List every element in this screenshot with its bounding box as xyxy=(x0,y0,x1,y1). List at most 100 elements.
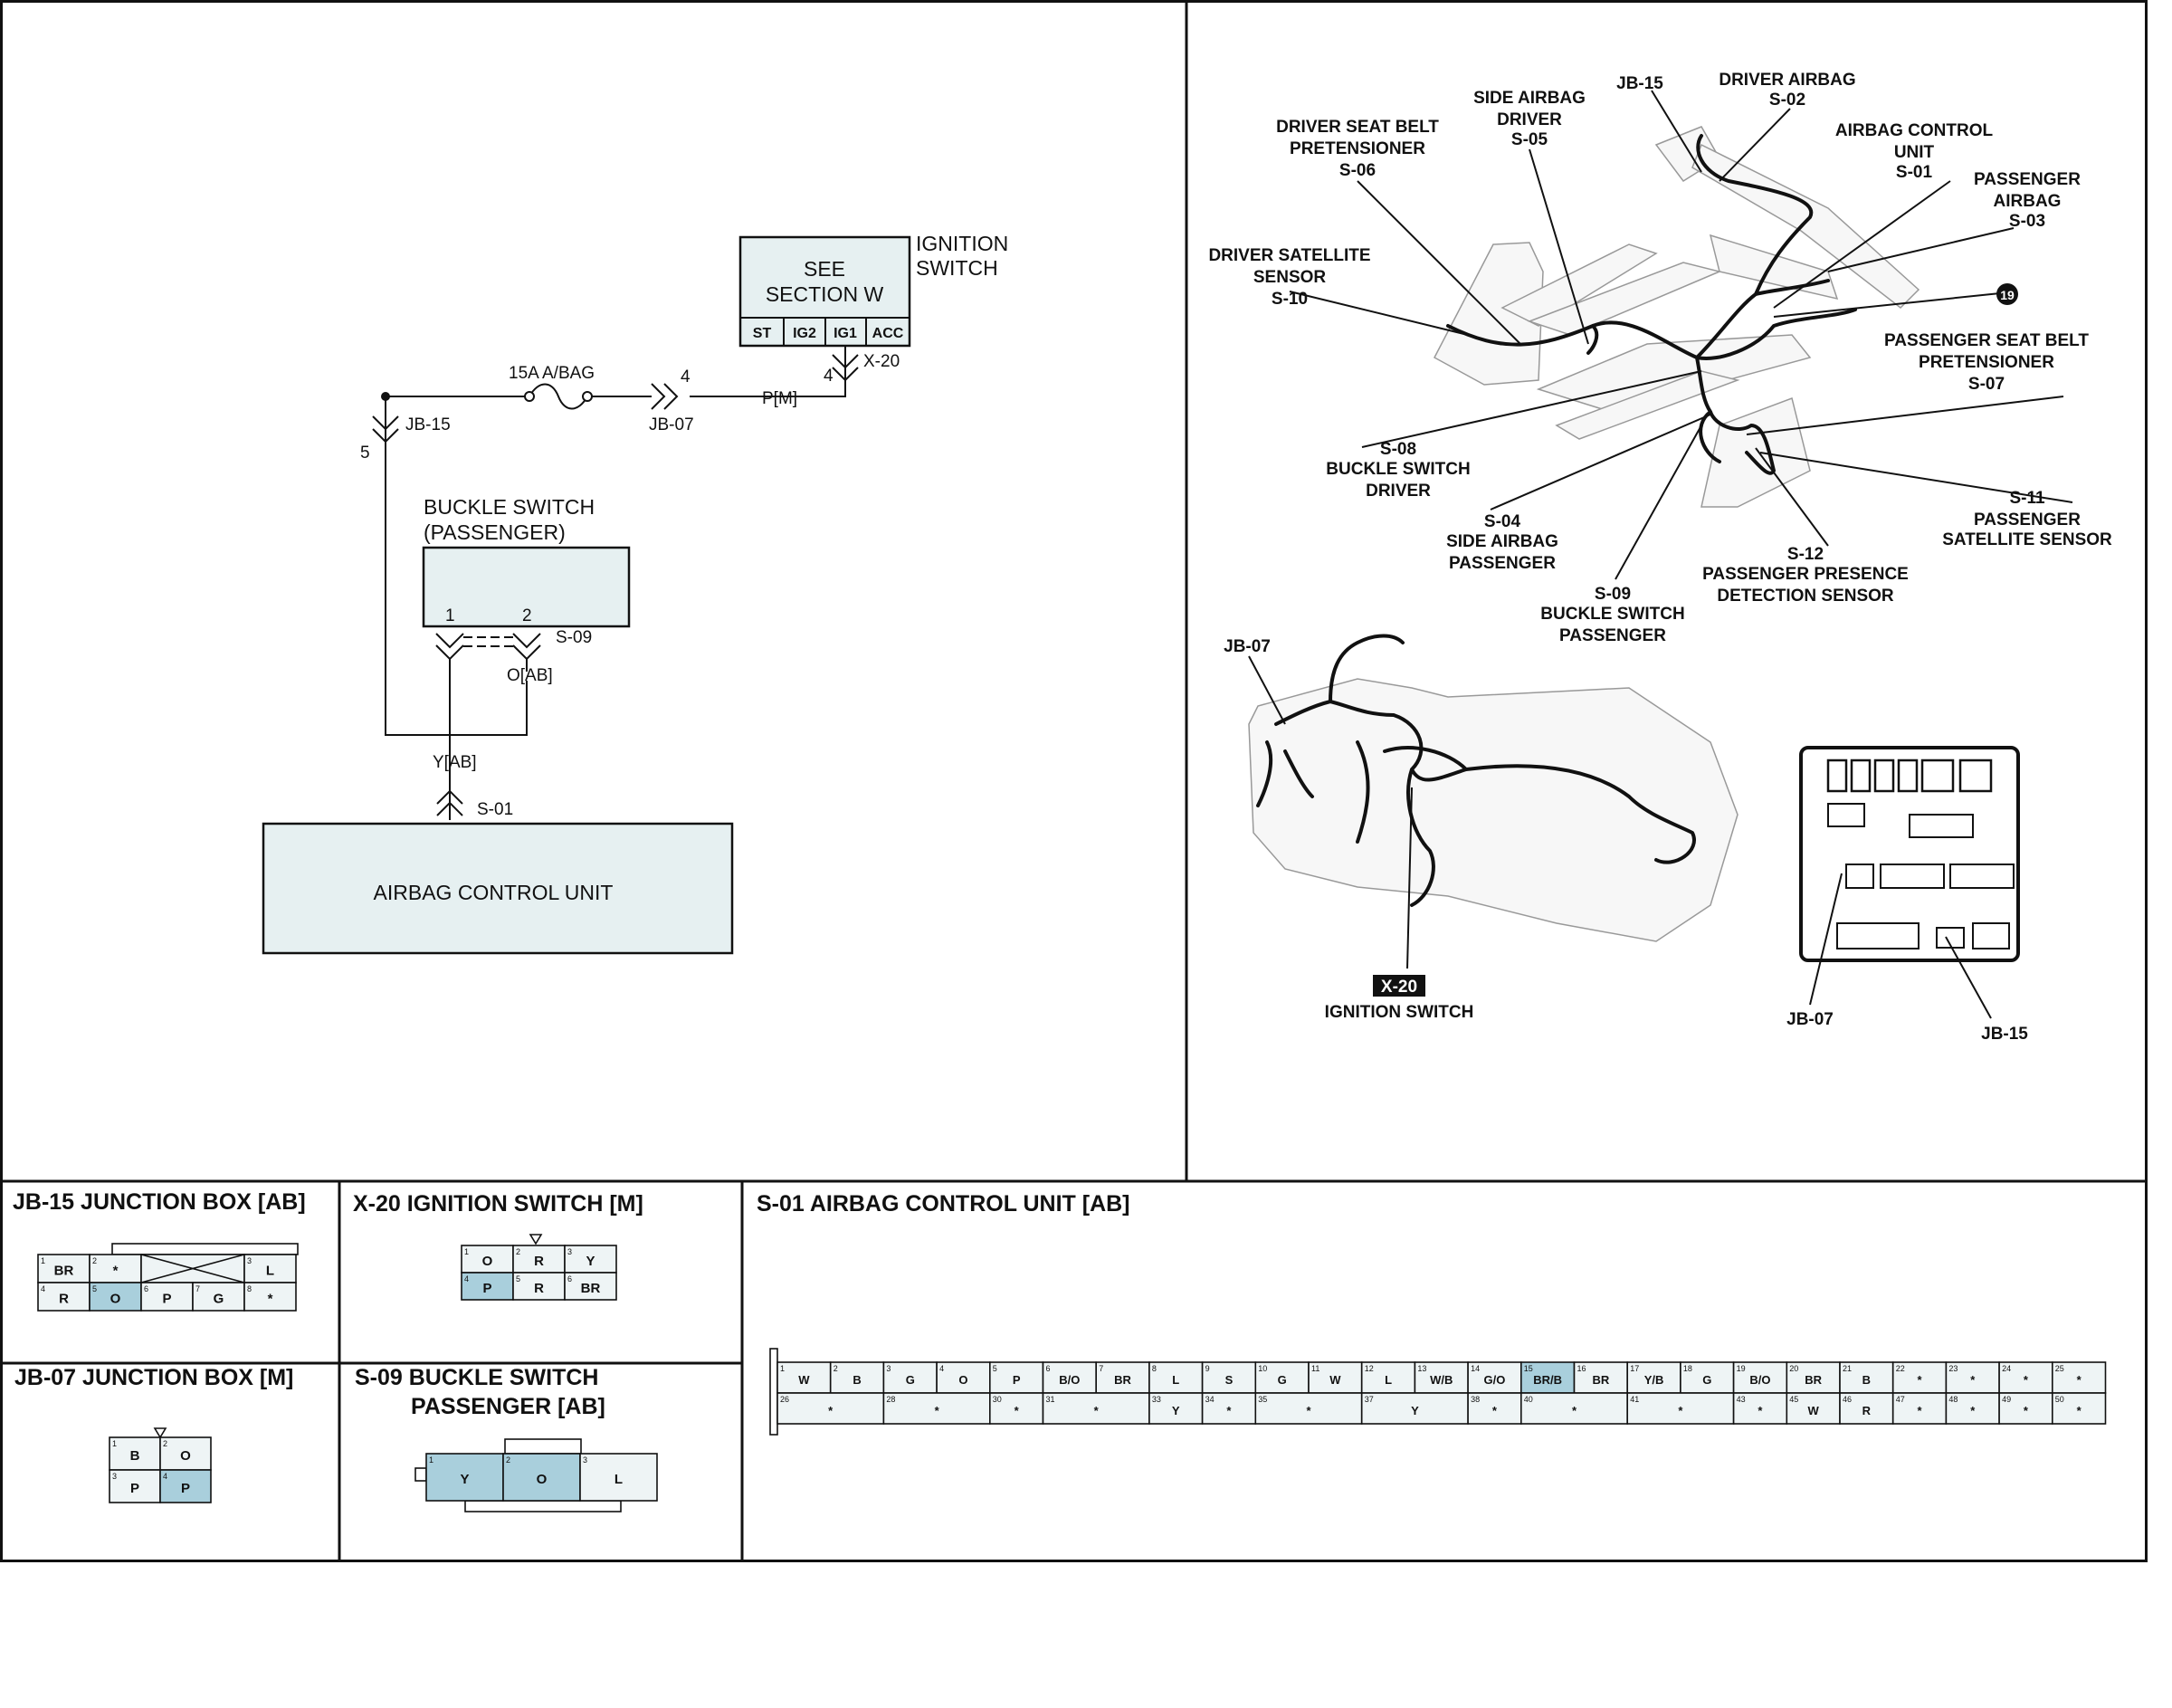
pin-number: 47 xyxy=(1896,1395,1905,1404)
pin-number: 43 xyxy=(1737,1395,1746,1404)
wire-color: Y xyxy=(586,1254,595,1269)
connector-pin: 1O xyxy=(461,1245,514,1274)
wire-color: * xyxy=(1094,1404,1100,1417)
wire-color-oab: O[AB] xyxy=(507,666,553,685)
wire-color: * xyxy=(1918,1404,1923,1417)
svg-text:S-07: S-07 xyxy=(1968,375,2005,394)
connector-pin: 17Y/B xyxy=(1626,1361,1681,1394)
pin-number: 6 xyxy=(1046,1364,1051,1373)
svg-text:PASSENGER PRESENCE: PASSENGER PRESENCE xyxy=(1702,565,1909,584)
connector-pin: 19B/O xyxy=(1732,1361,1788,1394)
wire-color: Y/B xyxy=(1644,1373,1664,1387)
pin-number: 2 xyxy=(516,1247,520,1256)
jb15-connector-symbol xyxy=(372,415,399,444)
wire-color: * xyxy=(2024,1373,2029,1387)
pin-number: 4 xyxy=(163,1472,167,1481)
label-jb15-locator: JB-15 xyxy=(1616,74,1663,93)
connector-pin: 3L xyxy=(579,1453,658,1502)
pin-number: 1 xyxy=(464,1247,469,1256)
svg-text:SIDE AIRBAG: SIDE AIRBAG xyxy=(1473,89,1586,108)
connector-pin: 24* xyxy=(1998,1361,2053,1394)
wire-color: G xyxy=(1278,1373,1287,1387)
pin-number: 2 xyxy=(834,1364,838,1373)
pin-number: 2 xyxy=(92,1256,97,1265)
jb15-pin: 5 xyxy=(360,444,370,463)
pin-number: 31 xyxy=(1046,1395,1055,1404)
wire-color: B xyxy=(1862,1373,1871,1387)
label-passenger-airbag: PASSENGER AIRBAG S-03 xyxy=(1974,170,2081,231)
fuse-symbol xyxy=(529,383,588,410)
svg-text:PASSENGER: PASSENGER xyxy=(1974,170,2081,189)
wire-color: L xyxy=(614,1472,623,1487)
wire-color: * xyxy=(935,1404,940,1417)
pin-number: 13 xyxy=(1417,1364,1426,1373)
pin-number: 8 xyxy=(1152,1364,1157,1373)
terminal-ig1: IG1 xyxy=(834,326,857,341)
wire-color: * xyxy=(2077,1373,2082,1387)
pin-number: 8 xyxy=(247,1284,252,1293)
svg-text:DETECTION SENSOR: DETECTION SENSOR xyxy=(1717,587,1894,606)
connector-pin: 50* xyxy=(2052,1392,2107,1425)
pin-number: 25 xyxy=(2055,1364,2064,1373)
connector-pin: 1Y xyxy=(425,1453,504,1502)
panel-frames xyxy=(0,0,2148,1562)
x20-tag: X-20 xyxy=(1381,978,1417,997)
terminal-ig2: IG2 xyxy=(793,326,816,341)
pin-number: 40 xyxy=(1524,1395,1533,1404)
svg-text:PRETENSIONER: PRETENSIONER xyxy=(1290,139,1425,158)
connector-pin: 30* xyxy=(989,1392,1044,1425)
wire-color: P xyxy=(482,1281,491,1296)
wire-color: * xyxy=(1015,1404,1020,1417)
pin-number: 18 xyxy=(1683,1364,1692,1373)
connector-pin: 8* xyxy=(243,1282,297,1312)
pin-number: 4 xyxy=(41,1284,45,1293)
svg-text:PASSENGER SEAT BELT: PASSENGER SEAT BELT xyxy=(1884,331,2089,350)
locator-panel: DRIVER SEAT BELT PRETENSIONER S-06 SIDE … xyxy=(1208,71,2112,1044)
label-driver-seat-belt: DRIVER SEAT BELT PRETENSIONER S-06 xyxy=(1276,118,1439,180)
wire-color: BR xyxy=(1592,1373,1609,1387)
pin-number: 46 xyxy=(1843,1395,1852,1404)
s01-panel-title: S-01 AIRBAG CONTROL UNIT [AB] xyxy=(757,1191,1130,1217)
pin-number: 1 xyxy=(429,1455,433,1465)
terminal-st: ST xyxy=(753,326,772,341)
connector-pin: 2R xyxy=(512,1245,566,1274)
pin-number: 2 xyxy=(506,1455,510,1465)
jb15-label: JB-15 xyxy=(405,415,451,434)
wire-color: BR xyxy=(1805,1373,1822,1387)
pin-number: 22 xyxy=(1896,1364,1905,1373)
buckle-pin2: 2 xyxy=(522,606,532,625)
wire-color: Y xyxy=(1172,1404,1180,1417)
wire-color: * xyxy=(1678,1404,1683,1417)
svg-text:S-01: S-01 xyxy=(1896,163,1933,182)
label-buckle-switch-passenger: S-09 BUCKLE SWITCH PASSENGER xyxy=(1540,585,1684,645)
pin-number: 49 xyxy=(2002,1395,2011,1404)
blank-cavity xyxy=(140,1254,245,1283)
pin-number: 1 xyxy=(780,1364,785,1373)
pin-number: 6 xyxy=(567,1274,572,1283)
connector-pin: 4R xyxy=(37,1282,90,1312)
pin-number: 15 xyxy=(1524,1364,1533,1373)
label-ignition-switch: IGNITION SWITCH xyxy=(1325,1003,1474,1022)
svg-text:S-08: S-08 xyxy=(1380,440,1416,459)
wire-color: O xyxy=(537,1472,548,1487)
connector-pin: 3G xyxy=(882,1361,938,1394)
airbag-control-unit-box xyxy=(262,822,734,955)
pin-number: 3 xyxy=(247,1256,252,1265)
pin-number: 1 xyxy=(112,1439,117,1448)
pin-number: 45 xyxy=(1789,1395,1798,1404)
svg-text:DRIVER AIRBAG: DRIVER AIRBAG xyxy=(1719,71,1855,90)
ignition-box-line1: SEE xyxy=(804,257,845,281)
s09-label: S-09 xyxy=(556,628,592,647)
connector-pin: 2O xyxy=(159,1436,212,1471)
label-jb15-box: JB-15 xyxy=(1981,1025,2028,1044)
svg-text:PASSENGER: PASSENGER xyxy=(1559,626,1666,645)
s09-pin1-symbol xyxy=(435,633,464,661)
wire-color: * xyxy=(113,1264,119,1279)
connector-pin: 26* xyxy=(776,1392,885,1425)
wire-color: * xyxy=(1226,1404,1232,1417)
svg-text:S-04: S-04 xyxy=(1484,512,1521,531)
svg-text:S-02: S-02 xyxy=(1769,91,1805,110)
